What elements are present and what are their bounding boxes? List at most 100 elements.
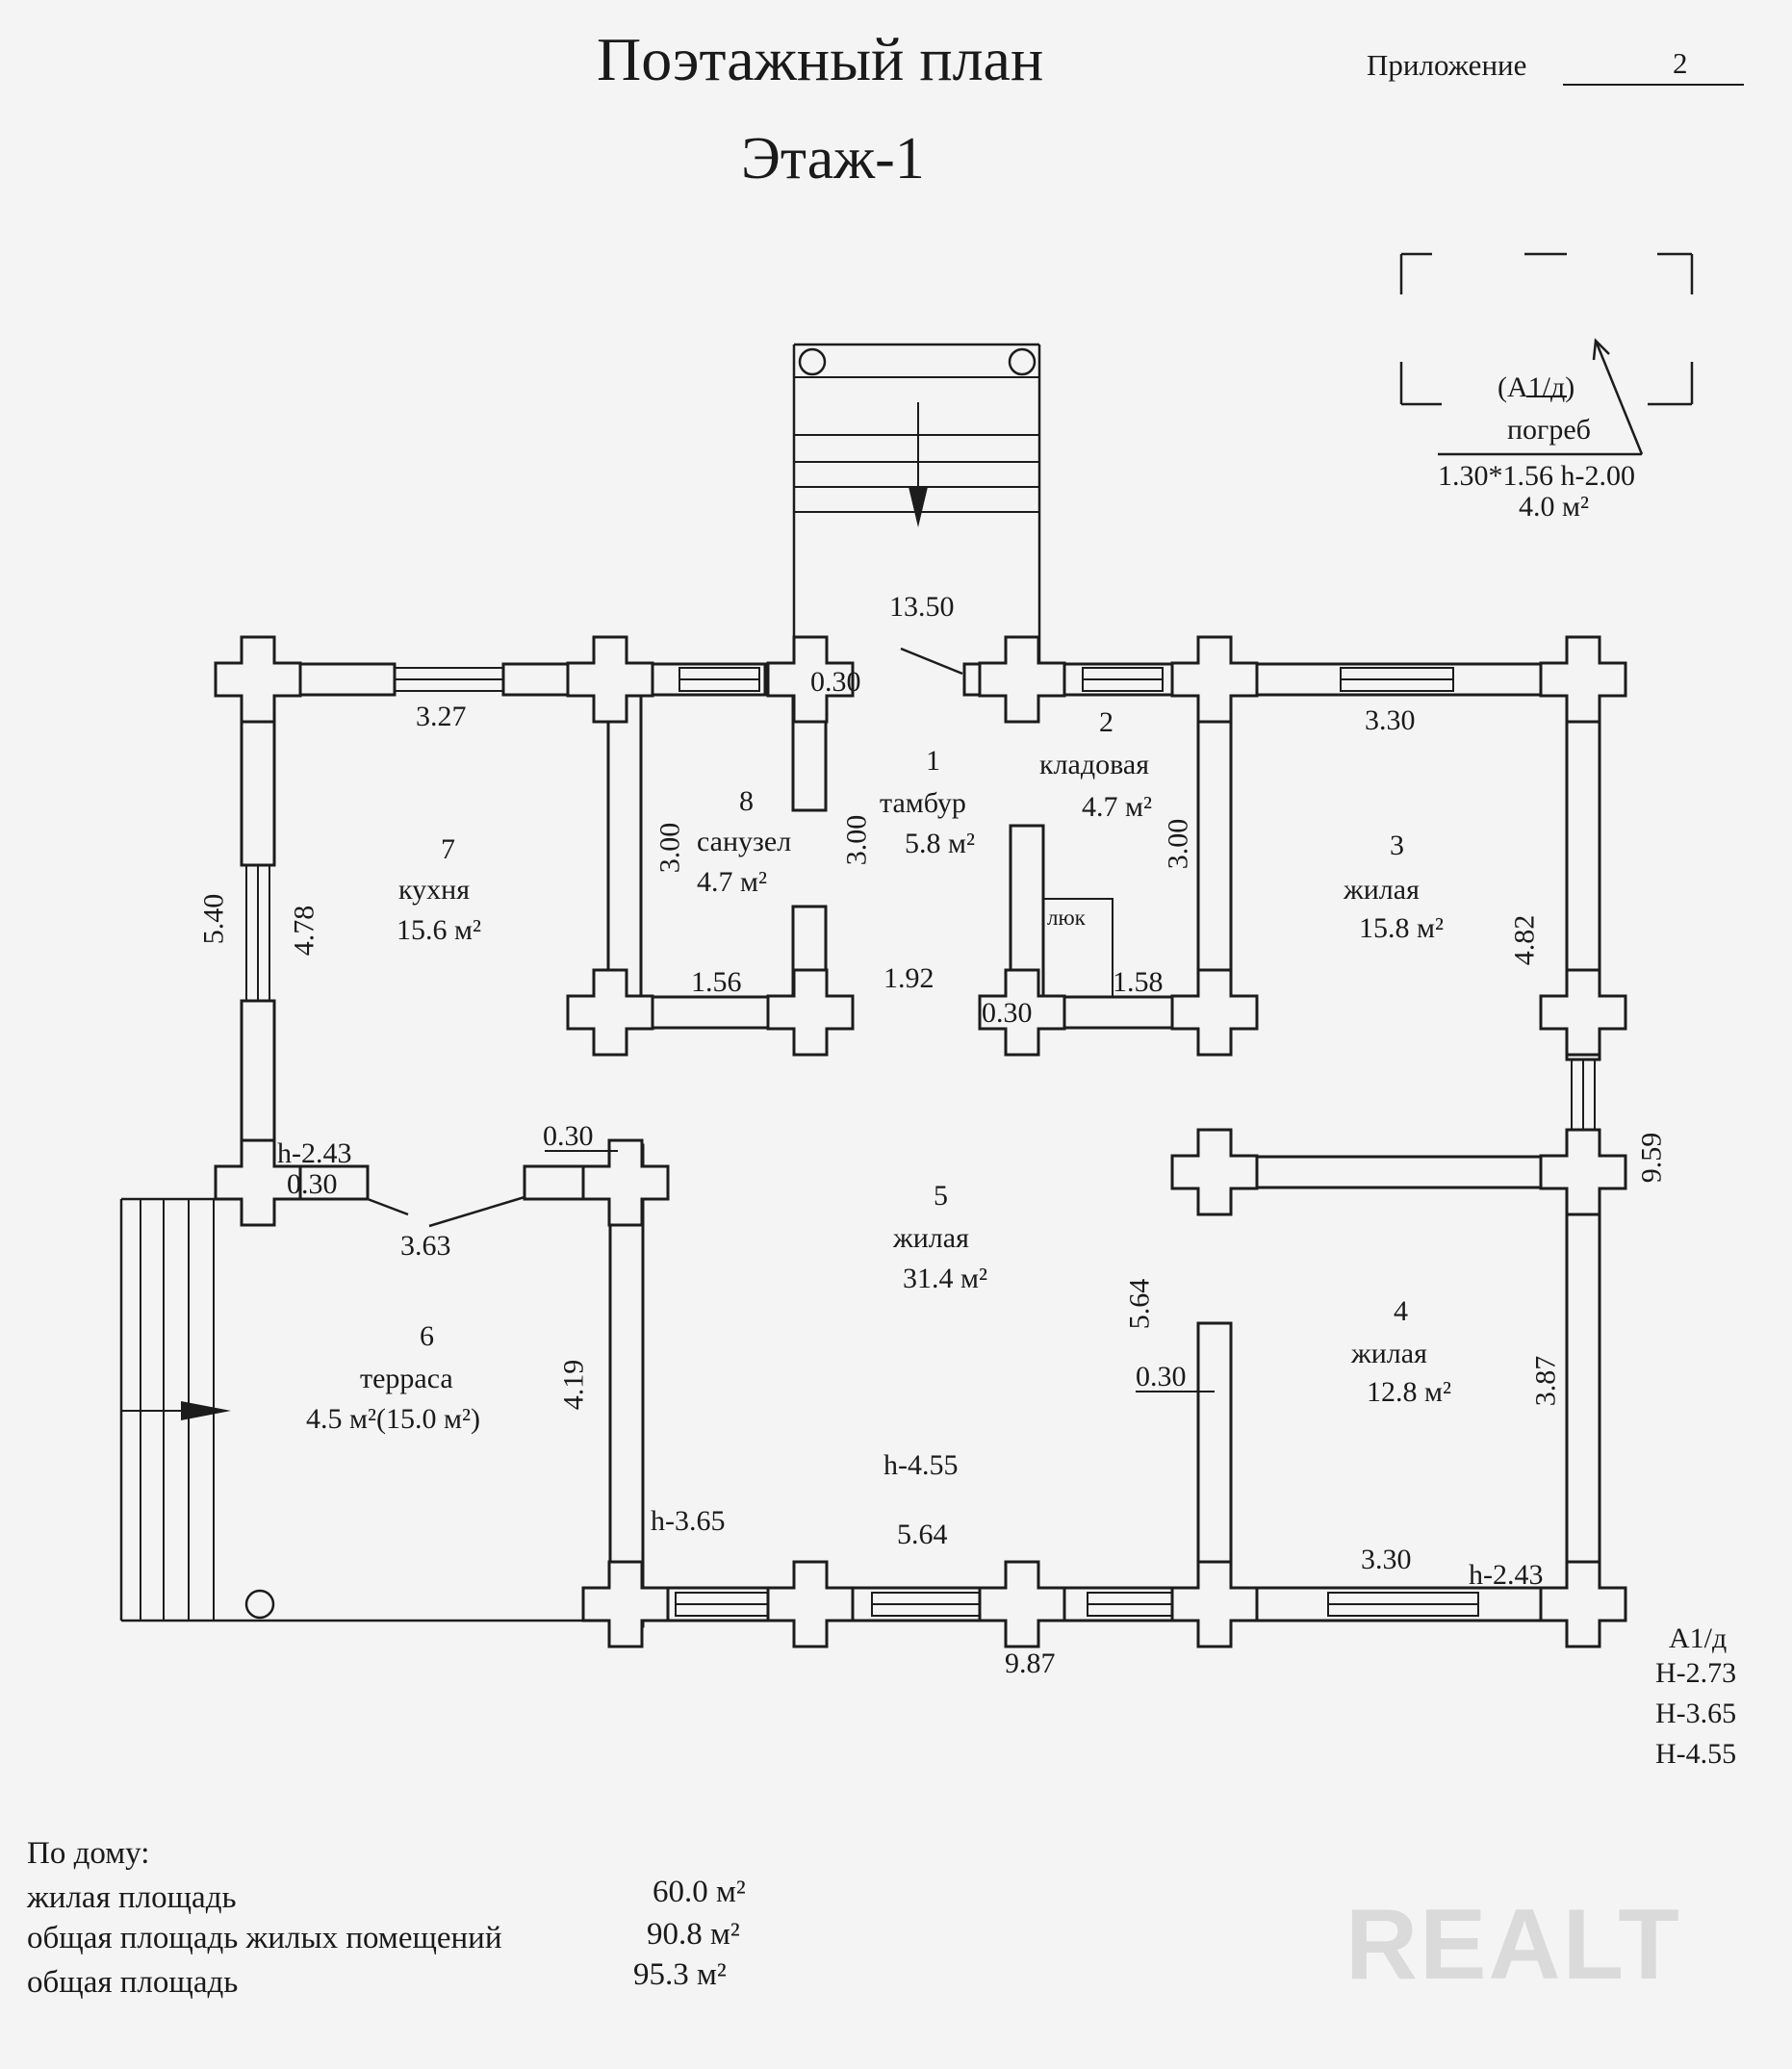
dim-label: 5.64 [1123,1278,1156,1330]
room-area: 31.4 м² [903,1263,987,1294]
legend-code: А1/д [1669,1622,1728,1654]
cellar-area: 4.0 м² [1519,491,1589,523]
dim-label: 0.30 [982,997,1033,1029]
dim-label: 4.78 [288,905,320,957]
room-name: кухня [398,874,471,906]
cellar-outline [1399,252,1694,456]
room-area: 12.8 м² [1367,1376,1451,1408]
room-name: тамбур [880,787,966,819]
legend-height: Н-2.73 [1655,1657,1737,1689]
door-swing [367,1197,409,1216]
summary-value: 60.0 м² [653,1875,746,1909]
room-number: 4 [1394,1295,1408,1327]
log-corner [566,635,654,724]
log-corner [766,968,855,1057]
window [1571,1059,1596,1134]
cellar-name: погреб [1507,414,1591,446]
room-name: жилая [1344,874,1420,906]
legend-height: Н-3.65 [1655,1698,1737,1729]
cellar-size: 1.30*1.56 h-2.00 [1438,460,1635,492]
door-swing [900,647,963,676]
door-swing [428,1195,525,1228]
appendix-number: 2 [1673,46,1688,80]
dim-label: 3.30 [1365,704,1416,736]
dim-label: 5.64 [897,1519,948,1550]
cellar-code: (А1/д) [1498,371,1575,403]
appendix-label: Приложение [1367,48,1527,82]
wall [962,662,1577,697]
room-number: 3 [1390,830,1404,861]
room-name: жилая [1351,1338,1427,1369]
window [678,667,760,692]
log-corner [214,635,302,724]
hatch-label: люк [1047,906,1086,930]
log-corner [581,1138,670,1227]
room-area: 15.8 м² [1359,912,1444,944]
dim-label: 9.87 [1005,1648,1056,1679]
summary-value: 90.8 м² [647,1917,740,1952]
log-corner [978,968,1066,1057]
dim-label: 0.30 [287,1168,338,1200]
dim-label: 13.50 [889,591,955,623]
post-circle [244,1589,275,1620]
dim-label: h-3.65 [651,1505,726,1537]
dim-label: 1.92 [883,962,934,994]
room-name: терраса [360,1363,453,1394]
dim-label: 3.00 [840,814,873,866]
dim-label: 3.87 [1529,1355,1562,1407]
room-number: 8 [739,785,754,817]
room-number: 1 [926,745,940,777]
dim-label: 3.27 [416,701,467,732]
room-number: 5 [934,1180,948,1212]
hatch [1042,898,1114,998]
room-area: 15.6 м² [397,914,481,946]
room-number: 7 [441,833,455,865]
log-corner [566,968,654,1057]
dim-label: 3.30 [1361,1544,1412,1575]
dim-label: 5.40 [197,893,230,945]
log-corner [1170,1128,1259,1216]
dim-label: 0.30 [543,1120,594,1152]
room-area: 5.8 м² [905,828,975,859]
dim-label: 1.56 [691,966,742,998]
log-corner [1539,1128,1627,1216]
log-corner [1539,968,1627,1057]
terrace-steps [119,1197,610,1622]
dim-label: 3.00 [653,822,686,874]
summary-label: общая площадь [27,1965,239,2000]
summary-heading: По дому: [27,1836,150,1871]
log-corners [214,635,1627,1648]
dim-label: 4.19 [557,1359,590,1411]
legend-height: Н-4.55 [1655,1738,1737,1770]
log-corner [766,635,855,724]
room-area: 4.7 м² [697,866,767,898]
wall [606,677,643,1020]
log-corner [1539,635,1627,724]
dim-label: 0.30 [810,666,861,698]
log-corner [1170,635,1259,724]
window [245,864,270,1002]
room-area: 4.5 м²(15.0 м²) [306,1403,480,1435]
dim-label: h-2.43 [277,1137,352,1169]
room-name: кладовая [1039,749,1150,780]
window [1340,667,1454,692]
dim-label: 3.00 [1162,818,1194,870]
log-corner [978,1560,1066,1648]
log-corner [1170,968,1259,1057]
wall [1196,677,1233,1020]
log-corner [214,1138,302,1227]
log-corner [581,1560,670,1648]
log-corner [978,635,1066,724]
dim-label: 1.58 [1113,966,1164,998]
log-corner [1539,1560,1627,1648]
room-area: 4.7 м² [1082,791,1152,823]
dim-label: h-2.43 [1469,1559,1544,1591]
realt-watermark: REALT [1345,1889,1681,2001]
summary-label: общая площадь жилых помещений [27,1921,502,1955]
window [1082,667,1164,692]
room-number: 6 [420,1320,434,1352]
dim-label: 0.30 [1136,1361,1187,1392]
plan-title: Поэтажный план [597,25,1044,93]
